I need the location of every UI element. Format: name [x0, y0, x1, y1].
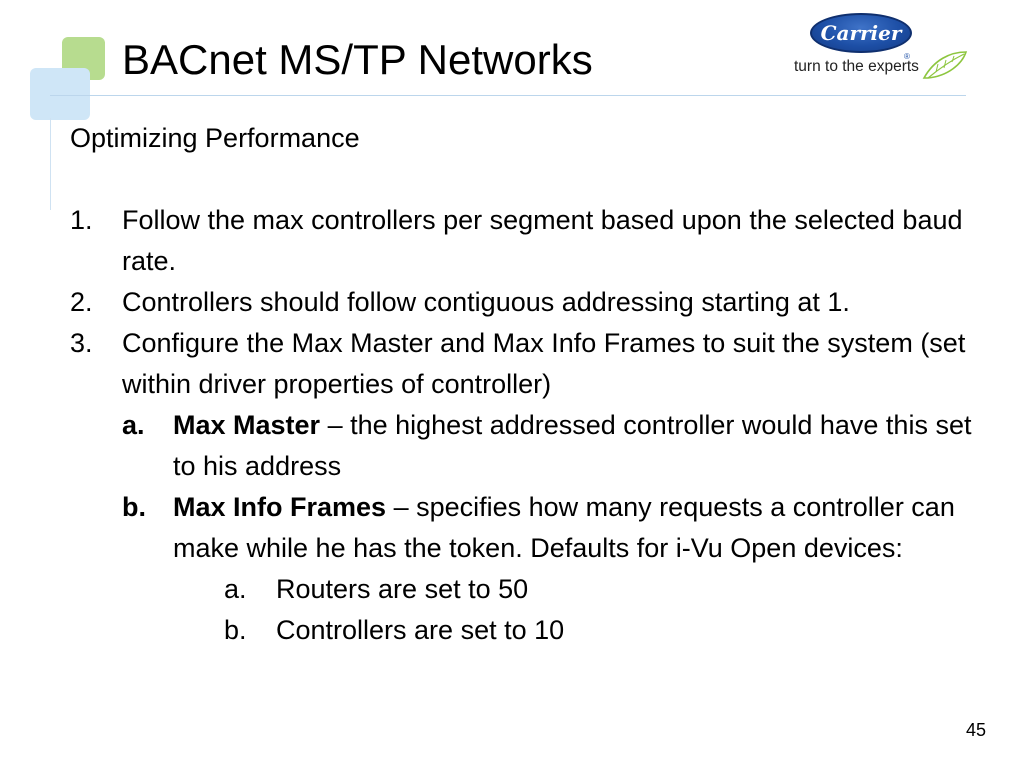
- list-item-text: Controllers should follow contiguous add…: [122, 287, 850, 317]
- sub-sub-list-item: b. Controllers are set to 10: [70, 610, 980, 651]
- leaf-icon: [922, 51, 968, 79]
- list-item-text: Configure the Max Master and Max Info Fr…: [122, 328, 966, 399]
- slide-title: BACnet MS/TP Networks: [122, 36, 593, 83]
- decorative-blue-square: [30, 68, 90, 120]
- sub-list-letter: b.: [122, 492, 146, 522]
- list-number: 1.: [70, 205, 93, 235]
- sub-list-term: Max Master: [173, 410, 321, 440]
- sub-sub-list-text: Controllers are set to 10: [276, 615, 565, 645]
- carrier-wordmark: Carrier: [820, 21, 902, 45]
- list-item: 1. Follow the max controllers per segmen…: [70, 200, 980, 282]
- sub-list-item: a. Max Master – the highest addressed co…: [70, 405, 980, 487]
- carrier-logo-oval: Carrier: [810, 13, 912, 53]
- spacer: [70, 159, 980, 200]
- sub-sub-list-text: Routers are set to 50: [276, 574, 529, 604]
- page-number: 45: [966, 720, 987, 740]
- registered-mark: ®: [904, 52, 910, 61]
- slide-body: Optimizing Performance 1. Follow the max…: [70, 118, 980, 651]
- vertical-rule: [50, 118, 51, 210]
- sub-list-text: – the highest addressed controller would…: [173, 410, 972, 481]
- list-item: 2. Controllers should follow contiguous …: [70, 282, 980, 323]
- sub-list-text: – specifies how many requests a controll…: [173, 492, 955, 563]
- sub-list-term: Max Info Frames: [173, 492, 387, 522]
- list-number: 2.: [70, 287, 93, 317]
- sub-sub-list-letter: a.: [224, 574, 247, 604]
- carrier-logo: Carrier ® turn to the experts: [790, 10, 970, 85]
- list-item: 3. Configure the Max Master and Max Info…: [70, 323, 980, 405]
- list-item-text: Follow the max controllers per segment b…: [122, 205, 963, 276]
- sub-list-letter: a.: [122, 410, 145, 440]
- sub-list-item: b. Max Info Frames – specifies how many …: [70, 487, 980, 569]
- sub-sub-list-item: a. Routers are set to 50: [70, 569, 980, 610]
- logo-tagline: turn to the experts: [794, 58, 919, 75]
- sub-sub-list-letter: b.: [224, 615, 247, 645]
- subheading: Optimizing Performance: [70, 123, 360, 153]
- list-number: 3.: [70, 328, 93, 358]
- title-underline-rule: [50, 95, 966, 96]
